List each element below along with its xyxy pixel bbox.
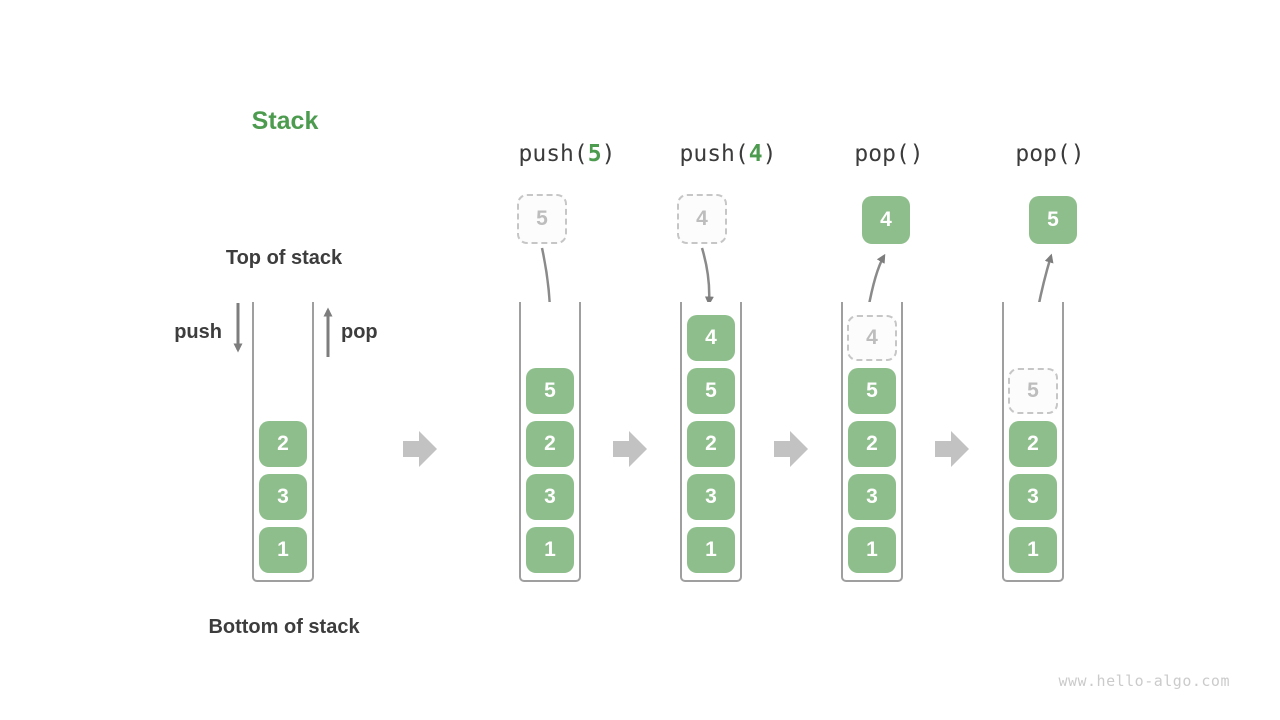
op-text: pop( (1015, 141, 1071, 167)
stack-item: 3 (848, 474, 896, 520)
stack-state-after-push5: 5 2 3 1 (519, 302, 581, 582)
incoming-item: 5 (517, 194, 567, 244)
popped-item-ghost: 5 (1008, 368, 1058, 414)
push4-curve-arrow (700, 247, 714, 306)
incoming-item: 4 (677, 194, 727, 244)
popped-item-ghost: 4 (847, 315, 897, 361)
stack-item: 2 (687, 421, 735, 467)
stack-item: 1 (687, 527, 735, 573)
stack-item: 1 (259, 527, 307, 573)
bottom-of-stack-label: Bottom of stack (208, 616, 360, 638)
pop-label: pop (341, 321, 378, 343)
watermark: www.hello-algo.com (1058, 672, 1230, 690)
transition-arrow-3 (774, 431, 808, 467)
stack-item: 5 (687, 368, 735, 414)
stack-item: 1 (1009, 527, 1057, 573)
stack-item: 2 (526, 421, 574, 467)
popped-item: 4 (862, 196, 910, 244)
top-of-stack-label: Top of stack (225, 247, 343, 269)
stack-item: 3 (526, 474, 574, 520)
transition-arrow-2 (613, 431, 647, 467)
op-text: pop( (854, 141, 910, 167)
stack-state-initial: 2 3 1 (252, 302, 314, 582)
op-text: ) (601, 141, 616, 167)
stack-item: 5 (526, 368, 574, 414)
stack-state-after-pop1: 4 5 2 3 1 (841, 302, 903, 582)
op-text: push( (518, 141, 588, 167)
popped-item: 5 (1029, 196, 1077, 244)
push-label: push (174, 321, 222, 343)
stack-item: 2 (259, 421, 307, 467)
stack-item: 2 (848, 421, 896, 467)
stack-item: 4 (687, 315, 735, 361)
operation-label-pop1: pop() (809, 141, 969, 167)
stack-item: 3 (687, 474, 735, 520)
op-text: push( (679, 141, 749, 167)
operation-label-push4: push(4) (648, 141, 808, 167)
stack-item: 3 (259, 474, 307, 520)
op-text: ) (909, 141, 924, 167)
stack-item: 1 (848, 527, 896, 573)
operation-label-push5: push(5) (487, 141, 647, 167)
stack-item: 1 (526, 527, 574, 573)
transition-arrow-4 (935, 431, 969, 467)
op-arg: 4 (748, 141, 763, 167)
op-arg: 5 (587, 141, 602, 167)
stack-item: 2 (1009, 421, 1057, 467)
stack-item: 3 (1009, 474, 1057, 520)
stack-state-after-push4: 4 5 2 3 1 (680, 302, 742, 582)
stack-state-after-pop2: 5 2 3 1 (1002, 302, 1064, 582)
stack-item: 5 (848, 368, 896, 414)
op-text: ) (1070, 141, 1085, 167)
diagram-title: Stack (251, 107, 319, 135)
op-text: ) (762, 141, 777, 167)
operation-label-pop2: pop() (970, 141, 1130, 167)
transition-arrow-1 (403, 431, 437, 467)
